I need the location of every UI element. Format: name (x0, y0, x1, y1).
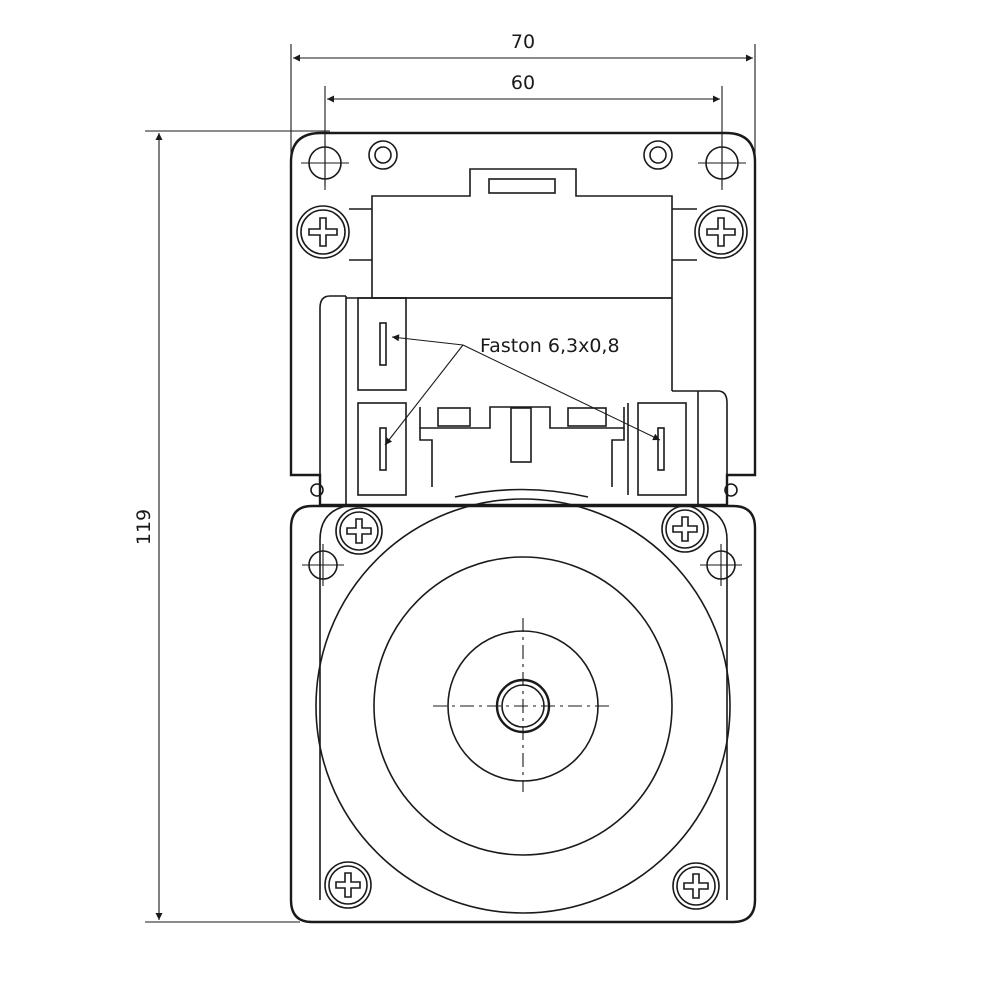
faston-terminal-top-left (357, 297, 407, 391)
connector-block (419, 406, 625, 498)
screw-bottom-left (324, 861, 372, 909)
side-right-mounting-hole (700, 544, 742, 586)
side-left-mounting-hole (302, 544, 344, 586)
hole-spacing-dimension-60: 60 (324, 72, 723, 190)
screw-bottom-right (672, 862, 720, 910)
screw-upper-right (694, 205, 748, 259)
faston-callout-label: Faston 6,3x0,8 (480, 335, 620, 357)
top-right-mounting-hole (698, 140, 746, 186)
faston-terminal-bottom-left (357, 402, 407, 496)
width-dimension-70: 70 (290, 31, 756, 170)
motor-housing (289, 504, 757, 924)
height-dimension-label: 119 (133, 509, 155, 545)
faston-terminal-right (627, 402, 687, 496)
width-dimension-label: 70 (511, 31, 535, 53)
screw-middle-right (661, 505, 709, 553)
top-left-mounting-hole (301, 140, 349, 186)
screw-upper-left (296, 205, 350, 259)
screw-middle-left (335, 507, 383, 555)
center-lines (433, 618, 613, 792)
hole-spacing-dimension-label: 60 (511, 72, 535, 94)
top-right-pin-boss (643, 140, 673, 170)
faston-callout: Faston 6,3x0,8 (384, 334, 661, 446)
top-left-pin-boss (368, 140, 398, 170)
height-dimension-119: 119 (133, 130, 330, 923)
